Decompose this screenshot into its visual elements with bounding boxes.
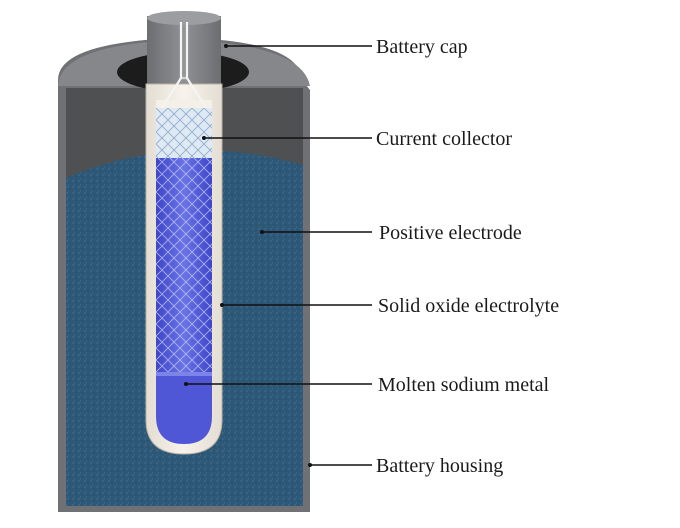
leader-dot-current-collector xyxy=(202,136,206,140)
label-battery-housing: Battery housing xyxy=(376,455,503,477)
collector-lead-wires xyxy=(161,22,207,109)
molten-sodium-metal xyxy=(156,374,212,444)
leader-dot-battery-housing xyxy=(308,463,312,467)
leader-dot-positive-electrode xyxy=(260,230,264,234)
cap-post-top xyxy=(147,11,221,25)
collector-lead-wires-shadow xyxy=(182,22,186,80)
leader-dot-solid-oxide-electrolyte xyxy=(220,303,224,307)
cap-post xyxy=(147,16,221,88)
battery-cap xyxy=(117,11,249,92)
label-molten-sodium-metal: Molten sodium metal xyxy=(378,374,550,396)
label-solid-oxide-electrolyte: Solid oxide electrolyte xyxy=(378,295,559,317)
collector-mesh-upper-pattern xyxy=(156,108,212,158)
sodium-surface-line xyxy=(156,372,212,376)
label-battery-cap: Battery cap xyxy=(376,36,468,58)
leader-lines xyxy=(184,44,372,467)
leader-dot-battery-cap xyxy=(224,44,228,48)
label-current-collector: Current collector xyxy=(376,128,512,150)
label-positive-electrode: Positive electrode xyxy=(379,222,522,244)
collector-mesh-lower-pattern xyxy=(156,158,212,374)
callout-labels: Battery cap Current collector Positive e… xyxy=(376,36,559,477)
current-collector xyxy=(156,22,212,374)
leader-dot-molten-sodium-metal xyxy=(184,382,188,386)
